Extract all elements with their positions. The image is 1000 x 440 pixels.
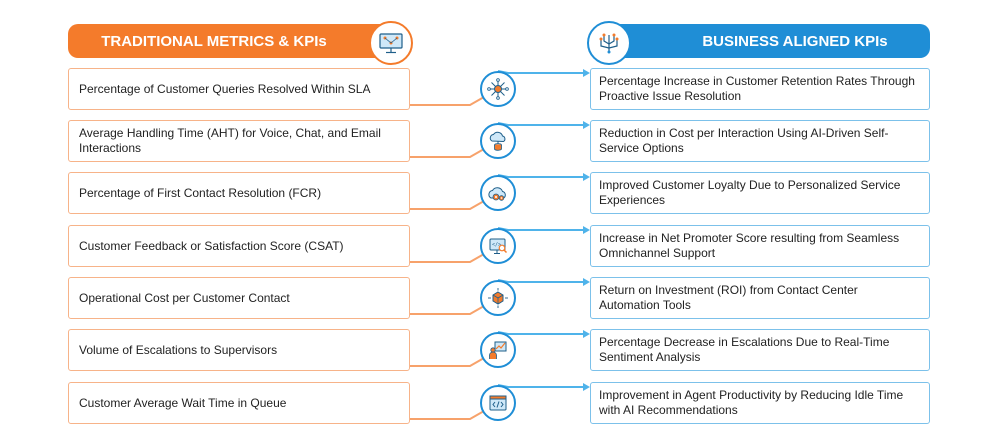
- traditional-kpi-text: Average Handling Time (AHT) for Voice, C…: [79, 126, 381, 155]
- blue-connector: [497, 122, 585, 126]
- orange-connector: [410, 410, 485, 420]
- traditional-kpi-box: Volume of Escalations to Supervisors: [68, 329, 410, 371]
- aligned-kpi-box: Percentage Increase in Customer Retentio…: [590, 68, 930, 110]
- aligned-kpi-box: Increase in Net Promoter Score resulting…: [590, 225, 930, 267]
- aligned-kpi-box: Percentage Decrease in Escalations Due t…: [590, 329, 930, 371]
- traditional-kpi-text: Percentage of First Contact Resolution (…: [79, 185, 322, 200]
- orange-connector: [410, 200, 485, 210]
- traditional-kpi-box: Percentage of Customer Queries Resolved …: [68, 68, 410, 110]
- blue-connector: [497, 279, 585, 283]
- network-hub-icon: [480, 71, 516, 107]
- cloud-gears-icon: [480, 175, 516, 211]
- aligned-kpi-text: Return on Investment (ROI) from Contact …: [599, 283, 858, 312]
- traditional-header: TRADITIONAL METRICS & KPIs: [68, 24, 390, 58]
- traditional-kpi-box: Operational Cost per Customer Contact: [68, 277, 410, 319]
- orange-connector: [410, 96, 485, 106]
- cube-arrows-icon: [480, 280, 516, 316]
- traditional-header-title: TRADITIONAL METRICS & KPIs: [101, 32, 327, 50]
- aligned-kpi-box: Improvement in Agent Productivity by Red…: [590, 382, 930, 424]
- arrowhead: [583, 330, 590, 338]
- aligned-kpi-box: Improved Customer Loyalty Due to Persona…: [590, 172, 930, 214]
- svg-text:</>: </>: [492, 242, 501, 248]
- arrowhead: [583, 69, 590, 77]
- traditional-kpi-box: Percentage of First Contact Resolution (…: [68, 172, 410, 214]
- arrowhead: [583, 226, 590, 234]
- code-window-icon: [480, 385, 516, 421]
- blue-connector: [497, 227, 585, 231]
- arrowhead: [583, 278, 590, 286]
- blue-connector: [497, 384, 585, 388]
- blue-connector: [497, 331, 585, 335]
- arrowhead: [583, 173, 590, 181]
- cloud-database-icon: [480, 123, 516, 159]
- traditional-kpi-text: Customer Average Wait Time in Queue: [79, 395, 287, 410]
- orange-connector: [410, 357, 485, 367]
- aligned-kpi-box: Reduction in Cost per Interaction Using …: [590, 120, 930, 162]
- aligned-kpi-text: Increase in Net Promoter Score resulting…: [599, 231, 900, 260]
- aligned-header-title: BUSINESS ALIGNED KPIs: [702, 32, 888, 50]
- orange-connector: [410, 305, 485, 315]
- traditional-kpi-text: Operational Cost per Customer Contact: [79, 290, 290, 305]
- arrowhead: [583, 383, 590, 391]
- orange-connector: [410, 148, 485, 158]
- traditional-kpi-text: Percentage of Customer Queries Resolved …: [79, 81, 371, 96]
- aligned-kpi-text: Reduction in Cost per Interaction Using …: [599, 126, 889, 155]
- aligned-kpi-text: Improvement in Agent Productivity by Red…: [599, 388, 904, 417]
- traditional-kpi-text: Volume of Escalations to Supervisors: [79, 342, 278, 357]
- blue-connector: [497, 174, 585, 178]
- aligned-kpi-text: Percentage Increase in Customer Retentio…: [599, 74, 915, 103]
- blue-connector: [497, 70, 585, 74]
- traditional-kpi-box: Average Handling Time (AHT) for Voice, C…: [68, 120, 410, 162]
- person-chart-icon: [480, 332, 516, 368]
- aligned-kpi-text: Percentage Decrease in Escalations Due t…: [599, 335, 890, 364]
- aligned-kpi-text: Improved Customer Loyalty Due to Persona…: [599, 178, 901, 207]
- orange-connector: [410, 253, 485, 263]
- arrowhead: [583, 121, 590, 129]
- circuit-brain-icon: [587, 21, 631, 65]
- traditional-kpi-text: Customer Feedback or Satisfaction Score …: [79, 238, 344, 253]
- traditional-kpi-box: Customer Feedback or Satisfaction Score …: [68, 225, 410, 267]
- code-search-icon: </>: [480, 228, 516, 264]
- traditional-kpi-box: Customer Average Wait Time in Queue: [68, 382, 410, 424]
- monitor-network-icon: [369, 21, 413, 65]
- aligned-header: BUSINESS ALIGNED KPIs: [620, 24, 930, 58]
- aligned-kpi-box: Return on Investment (ROI) from Contact …: [590, 277, 930, 319]
